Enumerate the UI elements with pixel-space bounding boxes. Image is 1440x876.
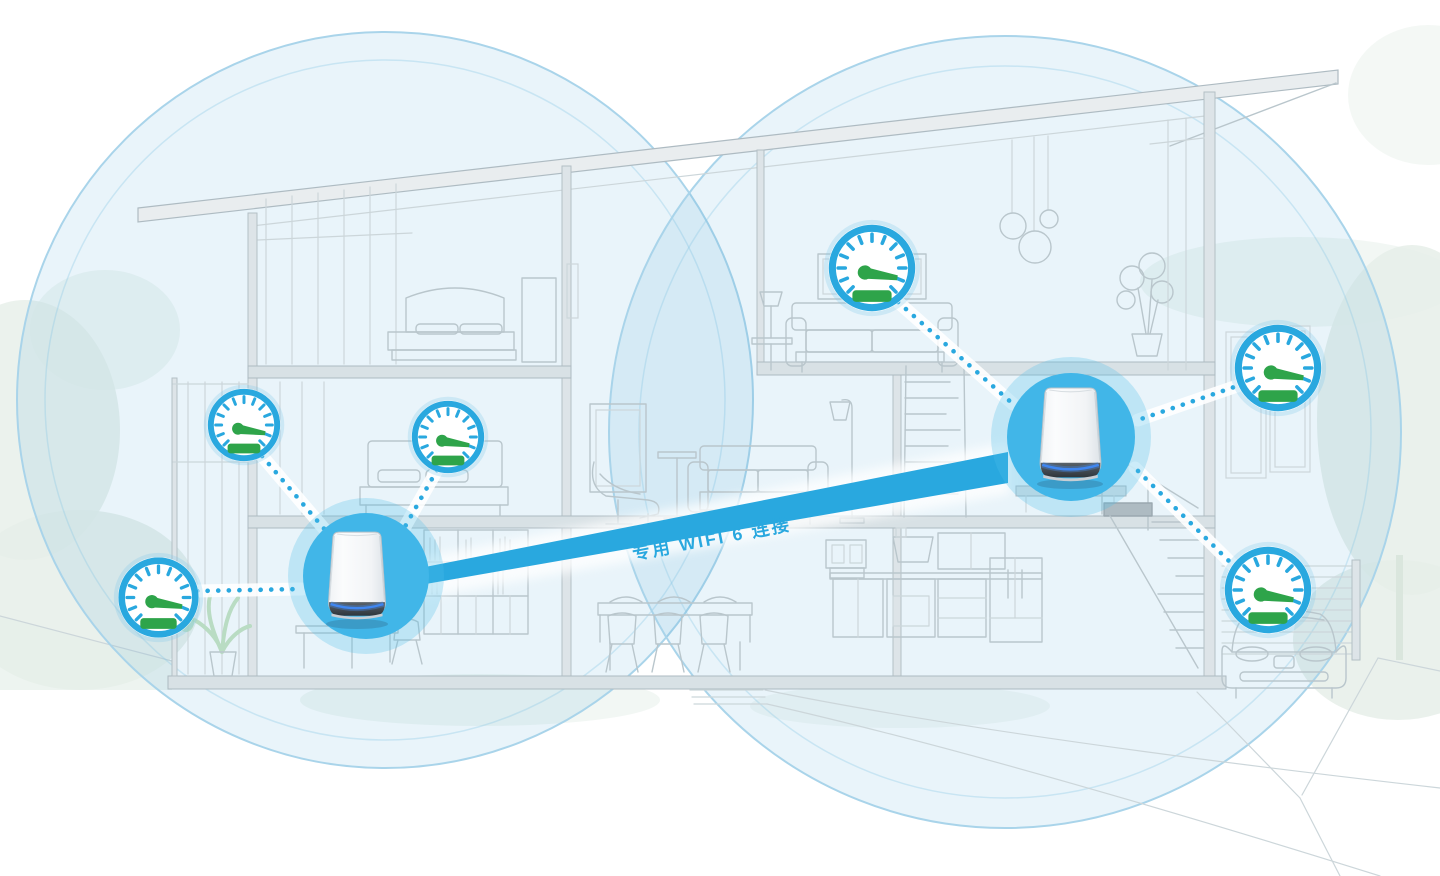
speedometer-icon-6 [1220, 542, 1316, 638]
client-links [190, 295, 1250, 598]
wall-kitchen [892, 369, 902, 689]
floor-slab-upper-left [247, 365, 572, 379]
speedometer-icon-5 [1230, 320, 1326, 416]
speedometer-icon-2 [408, 397, 489, 478]
backhaul-band [420, 452, 1008, 585]
wall-picture [566, 263, 579, 319]
speedometer-icon-3 [114, 553, 203, 642]
wall-middle [561, 165, 572, 689]
orbi-router-icon [1040, 388, 1101, 481]
bed [387, 277, 557, 363]
mesh-router-right [991, 357, 1151, 517]
dotted-link-1 [259, 453, 335, 541]
ground-slab [167, 675, 1227, 690]
dotted-link-4 [895, 299, 1016, 407]
dotted-link-3 [194, 586, 305, 594]
table-lamp [751, 291, 793, 371]
dotted-link-6 [1132, 465, 1239, 571]
monstera-plant [1116, 252, 1174, 357]
pendant-lights [999, 135, 1059, 264]
dotted-link-2 [399, 467, 440, 535]
upper-left-bedroom [257, 183, 579, 365]
fridge [989, 557, 1043, 643]
speedometer-icon-1 [204, 385, 285, 466]
kitchen [829, 527, 1043, 643]
roof [137, 69, 1339, 227]
corner-window [1149, 117, 1205, 371]
walkway [689, 657, 1440, 876]
range-hood [892, 536, 934, 563]
dining-area [597, 596, 753, 673]
wall-frame [589, 403, 647, 493]
dining-chairs [605, 612, 731, 673]
mesh-router-left [288, 498, 444, 654]
speedometer-icon-4 [824, 220, 920, 316]
orbi-router-icon [329, 532, 386, 619]
